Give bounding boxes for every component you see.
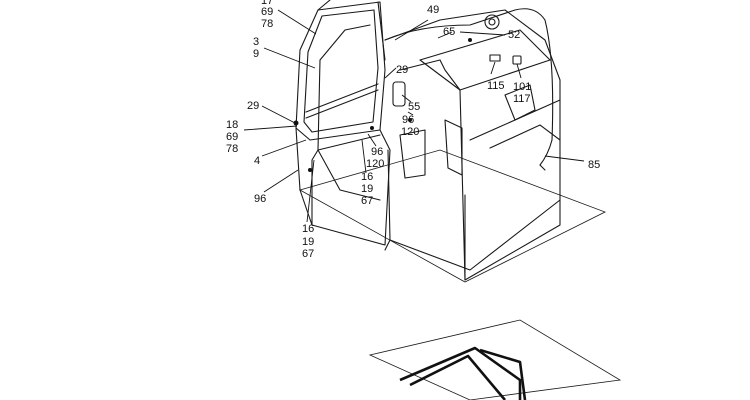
leader-16-bot [306, 159, 315, 223]
callout-78-top: 78 [261, 18, 273, 30]
callout-9: 9 [253, 48, 259, 60]
roof-front-edge [317, 0, 331, 11]
callout-19-bot: 19 [302, 236, 314, 248]
leader-65b [459, 31, 506, 36]
callout-65: 65 [443, 26, 455, 38]
leader-49 [394, 19, 429, 41]
cab-body [293, 0, 606, 283]
callout-85: 85 [588, 159, 600, 171]
callout-49: 49 [427, 4, 439, 16]
rear-shelf [489, 124, 561, 149]
callout-101: 101 [513, 81, 531, 93]
cab-floor-plane [298, 149, 606, 283]
clip-mid [370, 126, 374, 130]
door-hinge-wire [377, 1, 386, 61]
window-frame-3 [479, 348, 527, 400]
callout-19-mid: 19 [361, 183, 373, 195]
rear-base [464, 194, 561, 281]
side-window-right [444, 119, 463, 176]
roof-link [399, 59, 441, 71]
spare-window-assembly [368, 319, 622, 400]
part-115 [489, 54, 501, 62]
harness-wire [384, 8, 554, 166]
leader-65a [437, 31, 453, 39]
callout-67-bot: 67 [302, 248, 314, 260]
callout-29-right: 29 [396, 64, 408, 76]
door-lower-panel [295, 127, 391, 246]
callout-3: 3 [253, 36, 259, 48]
door-divider [305, 89, 379, 119]
callout-69-top: 69 [261, 6, 273, 18]
door-divider-2 [305, 83, 379, 113]
rear-corner-post [439, 59, 466, 281]
door-frame-inner [303, 9, 379, 133]
lamp-part [512, 55, 522, 65]
callout-labels: 17 69 78 49 65 52 3 9 29 115 101 117 29 … [226, 0, 600, 260]
side-window-left [317, 24, 381, 201]
leader-96-right [407, 111, 414, 116]
callout-96-right: 96 [402, 114, 414, 126]
callout-120-mid: 120 [366, 158, 384, 170]
leader-96-mid [367, 133, 377, 147]
callout-18: 18 [226, 119, 238, 131]
leader-96-left [263, 169, 299, 193]
callout-96-mid: 96 [371, 146, 383, 158]
leader-115 [490, 61, 496, 75]
speaker [484, 14, 500, 30]
door-frame-outer [295, 1, 386, 141]
speaker-center [488, 18, 496, 26]
callout-17: 17 [261, 0, 273, 7]
callout-96-left: 96 [254, 193, 266, 205]
callout-120-right: 120 [401, 126, 419, 138]
leader-29-left [261, 105, 296, 124]
callout-67-mid: 67 [361, 195, 373, 207]
clip-96 [308, 168, 312, 172]
window-frame-2 [409, 354, 506, 400]
leader-78-top [277, 9, 317, 35]
callout-69-left: 69 [226, 131, 238, 143]
leader-101 [516, 63, 522, 79]
callout-4: 4 [254, 155, 260, 167]
window-frame-1 [399, 346, 522, 400]
front-foot [384, 239, 391, 251]
callout-52: 52 [508, 29, 520, 41]
connector-85 [539, 164, 546, 171]
leader-69-left [243, 125, 298, 131]
callout-55: 55 [408, 101, 420, 113]
wiper-motor [392, 81, 406, 107]
clip-top [468, 38, 472, 42]
leader-16-mid [361, 139, 367, 174]
clip-right [408, 118, 412, 122]
roof-panel [419, 29, 551, 91]
window-plane [368, 319, 622, 400]
callout-78-left: 78 [226, 143, 238, 155]
door-lower-inner [311, 134, 381, 226]
callout-16-bot: 16 [302, 223, 314, 235]
rear-window [504, 84, 536, 121]
cab-rear-body [384, 9, 561, 271]
callout-29-left: 29 [247, 100, 259, 112]
leader-55 [401, 94, 412, 103]
leader-9 [263, 47, 316, 69]
callout-117: 117 [513, 93, 531, 105]
callout-115: 115 [487, 80, 505, 92]
leader-85 [544, 155, 585, 162]
side-lower-window [399, 129, 426, 179]
callout-16-mid: 16 [361, 171, 373, 183]
leader-29-right [384, 67, 397, 79]
leader-4 [261, 139, 307, 157]
leader-lines [243, 9, 585, 223]
rear-shelf-edge [469, 99, 561, 141]
lock-29-left [293, 120, 299, 126]
